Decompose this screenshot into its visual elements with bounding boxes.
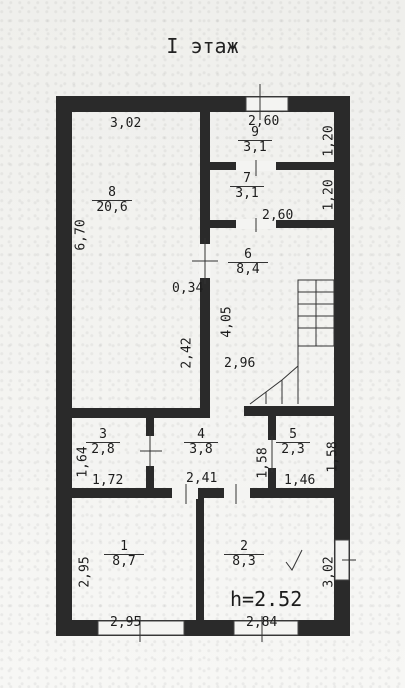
- room-3-number: 3: [86, 428, 120, 443]
- dim-top-left: 3,02: [110, 116, 142, 131]
- room-2-number: 2: [224, 540, 264, 555]
- room-1-label: 1 8,7: [104, 540, 144, 569]
- dim-room1-side: 2,95: [77, 556, 93, 588]
- room-6-area: 8,4: [236, 262, 260, 277]
- dim-room2-side: 3,02: [321, 556, 337, 588]
- dim-hall-vertical: 4,05: [219, 306, 235, 338]
- dim-room4-width: 2,41: [186, 471, 218, 486]
- room-2-label: 2 8,3: [224, 540, 264, 569]
- dim-top-right: 2,60: [248, 114, 280, 129]
- room-6-label: 6 8,4: [228, 248, 268, 277]
- dim-room9-side: 1,20: [321, 125, 337, 157]
- dim-room4-side: 1,58: [255, 447, 271, 479]
- dim-room7-side: 1,20: [321, 179, 337, 211]
- dim-hall-width: 2,96: [224, 356, 256, 371]
- dim-room2-width: 2,84: [246, 615, 278, 630]
- room-7-area: 3,1: [235, 186, 259, 201]
- room-9-area: 3,1: [243, 140, 267, 155]
- room-5-area: 2,3: [281, 442, 305, 457]
- room-2-area: 8,3: [232, 554, 256, 569]
- floor-title: I этаж: [166, 34, 239, 58]
- dim-room3-width: 1,72: [92, 473, 124, 488]
- room-4-area: 3,8: [189, 442, 213, 457]
- room-7-label: 7 3,1: [230, 172, 264, 201]
- room-4-number: 4: [184, 428, 218, 443]
- ceiling-height: h=2.52: [230, 587, 303, 611]
- room-3-label: 3 2,8: [86, 428, 120, 457]
- dim-room8-lower: 2,42: [179, 337, 195, 369]
- dim-room5-width: 1,46: [284, 473, 316, 488]
- check-mark: [285, 549, 303, 571]
- room-7-number: 7: [230, 172, 264, 187]
- room-1-area: 8,7: [112, 554, 136, 569]
- room-1-number: 1: [104, 540, 144, 555]
- room-4-label: 4 3,8: [184, 428, 218, 457]
- staircase: [249, 279, 335, 405]
- room-8-number: 8: [92, 186, 132, 201]
- dim-room1-width: 2,95: [110, 615, 142, 630]
- room-9-number: 9: [238, 126, 272, 141]
- room-6-number: 6: [228, 248, 268, 263]
- room-9-label: 9 3,1: [238, 126, 272, 155]
- room-8-area: 20,6: [96, 200, 128, 215]
- dim-room5-side: 1,58: [325, 441, 341, 473]
- room-3-area: 2,8: [91, 442, 115, 457]
- room-5-label: 5 2,3: [276, 428, 310, 457]
- dim-room7-bottom: 2,60: [262, 208, 294, 223]
- door-marks: [139, 84, 356, 642]
- dim-left-total: 6,70: [73, 219, 89, 251]
- dim-wall-offset: 0,34: [172, 281, 204, 296]
- room-5-number: 5: [276, 428, 310, 443]
- room-8-label: 8 20,6: [92, 186, 132, 215]
